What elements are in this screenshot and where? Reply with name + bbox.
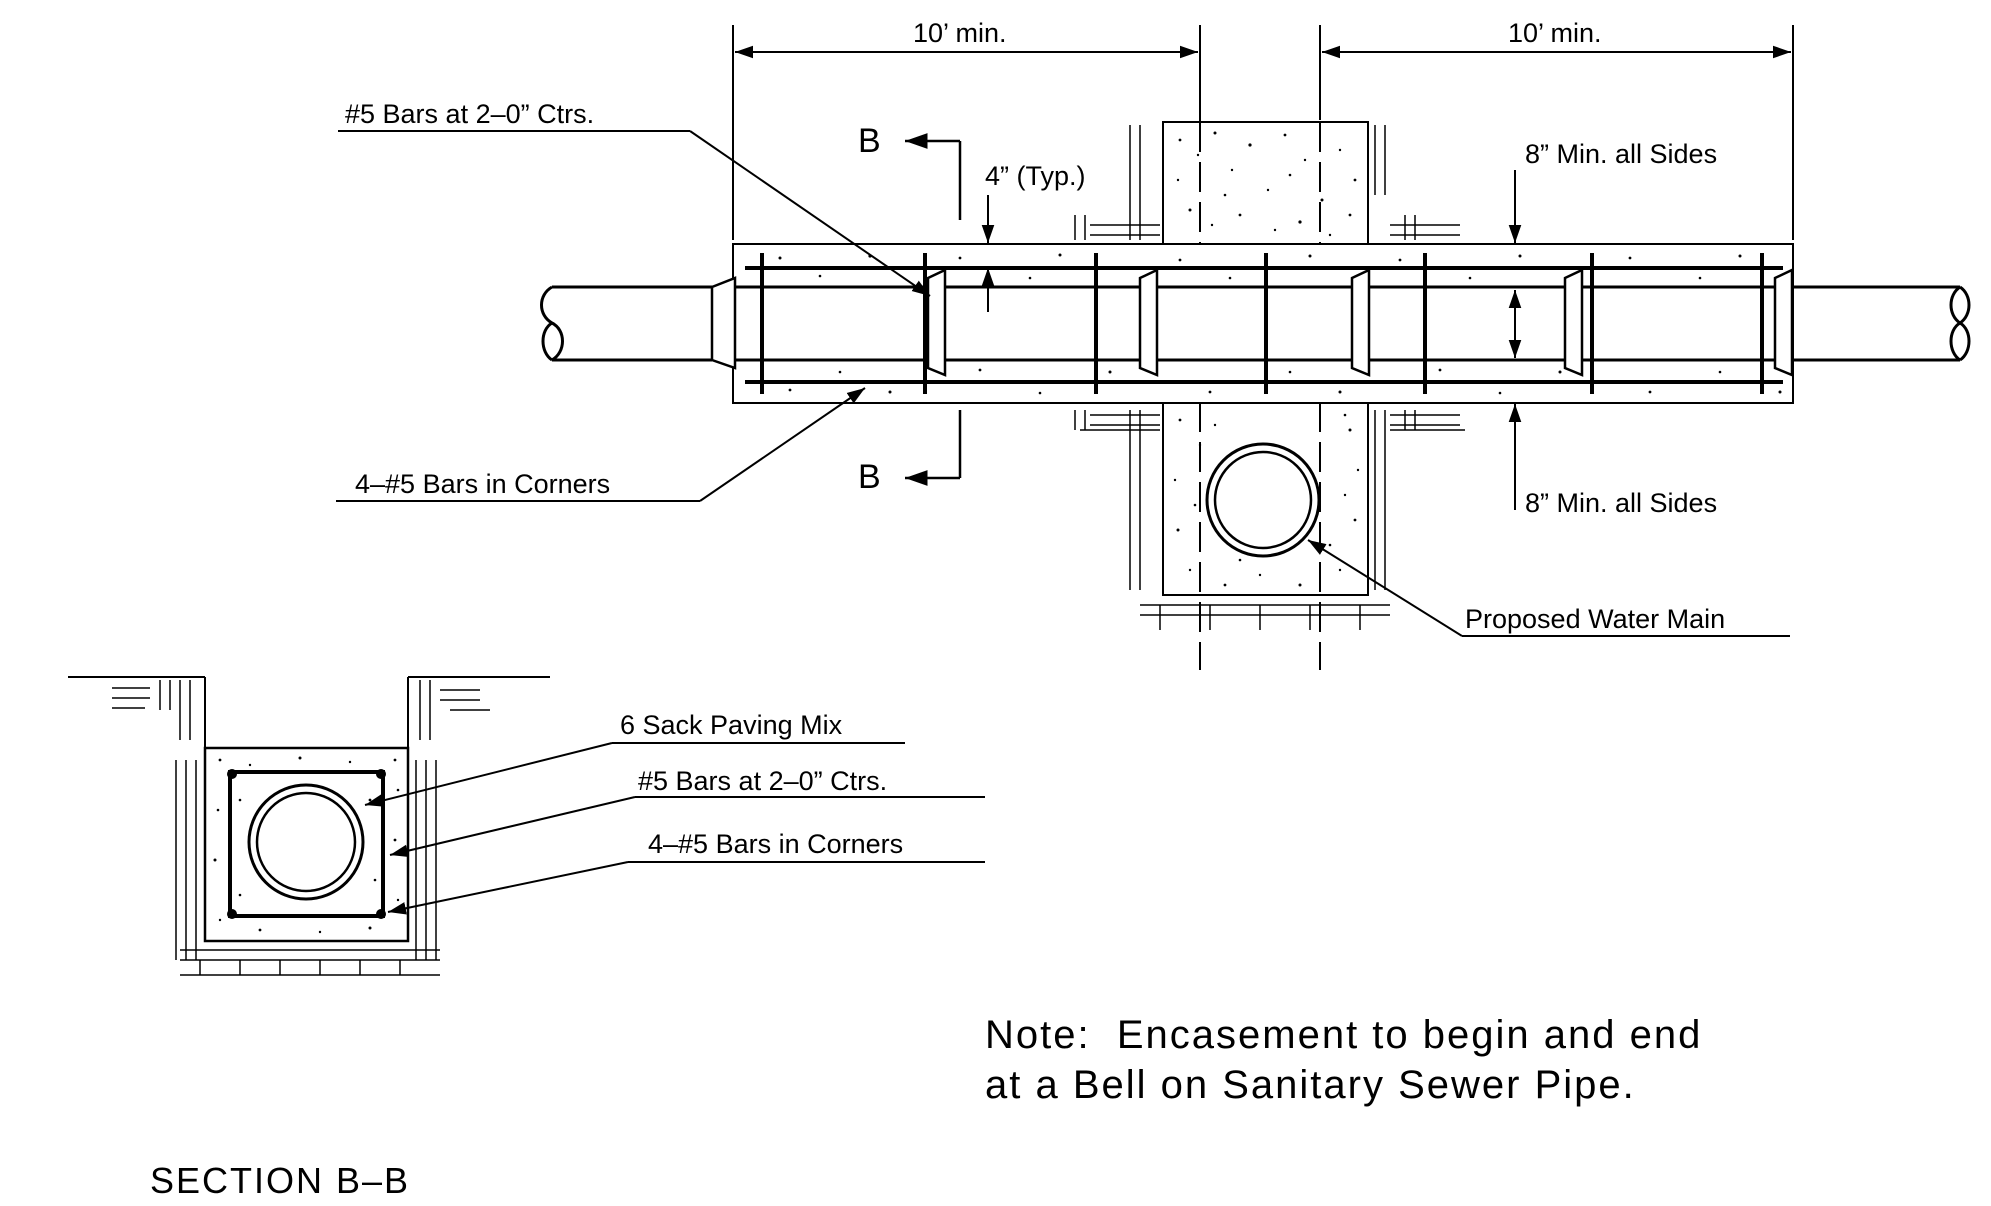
section-title: SECTION B–B [150,1160,410,1201]
label-bars-corners-section: 4–#5 Bars in Corners [648,829,903,859]
callout-bars-corners-top: 4–#5 Bars in Corners [336,387,866,502]
stirrups [760,253,1764,394]
section-b-b [68,676,550,976]
section-mark-top: B [858,122,881,160]
label-bars-spacing-top: #5 Bars at 2–0” Ctrs. [345,99,594,129]
label-bars-spacing-section: #5 Bars at 2–0” Ctrs. [638,766,887,796]
label-paving-mix: 6 Sack Paving Mix [620,710,843,740]
dimension-left: 10’ min. [732,18,1201,240]
water-main-pipe [1205,442,1321,558]
concrete-encasement [710,215,1794,430]
min-sides-dimension: 8” Min. all Sides 8” Min. all Sides [1508,139,1717,518]
label-bars-corners-top: 4–#5 Bars in Corners [355,469,610,499]
dim-left-label: 10’ min. [913,18,1007,48]
soil-hatch-trench [1080,125,1465,630]
dimension-right: 10’ min. [1319,18,1794,240]
water-main-trench [1080,121,1465,670]
encasement-stipple [778,253,1782,395]
trench-stipple [1173,131,1360,587]
section-mark-bottom: B [858,458,881,496]
callout-water-main: Proposed Water Main [1307,539,1790,637]
typ-dimension: 4” (Typ.) [981,161,1086,312]
callout-bars-spacing-top: #5 Bars at 2–0” Ctrs. [338,99,931,297]
callout-paving-mix: 6 Sack Paving Mix [364,710,905,807]
pipe-bells [710,268,1794,377]
note-line-2: at a Bell on Sanitary Sewer Pipe. [985,1063,1636,1107]
label-min-sides-top: 8” Min. all Sides [1525,139,1717,169]
encasement-hatch [1074,215,1416,430]
label-typ-dim: 4” (Typ.) [985,161,1086,191]
label-water-main: Proposed Water Main [1465,604,1725,634]
encasement-note: Note: Encasement to begin and end at a B… [985,1013,1702,1107]
section-soil-hatch [112,680,490,976]
label-min-sides-bottom: 8” Min. all Sides [1525,488,1717,518]
dim-right-label: 10’ min. [1508,18,1602,48]
section-cut-markers: B B [858,122,962,496]
callout-bars-spacing-section: #5 Bars at 2–0” Ctrs. [389,766,985,857]
callout-bars-corners-section: 4–#5 Bars in Corners [387,829,985,915]
note-line-1: Note: Encasement to begin and end [985,1013,1702,1057]
